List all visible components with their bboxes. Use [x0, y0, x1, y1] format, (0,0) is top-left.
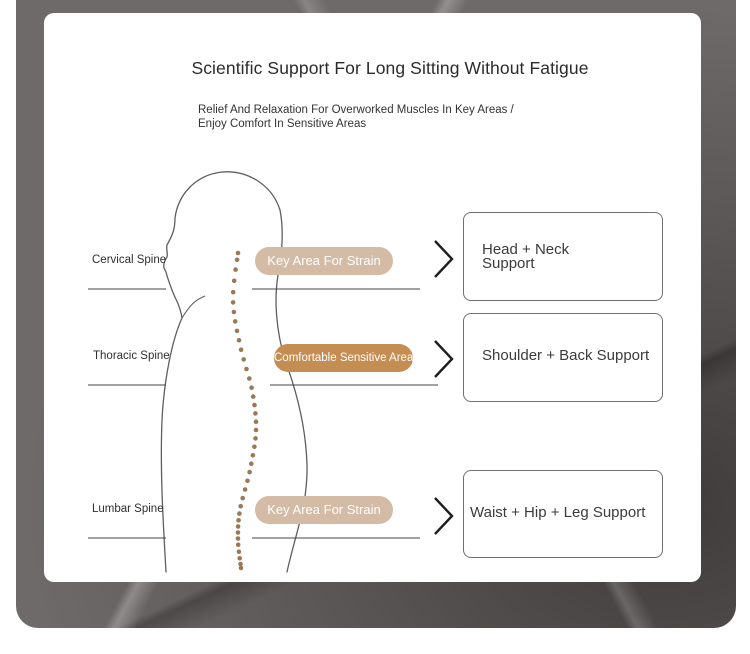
box-head-line-1: Head + Neck: [482, 241, 570, 258]
spine-dot: [238, 565, 244, 571]
spine-dot: [250, 453, 256, 458]
spine-dot: [230, 300, 236, 305]
spine-dot: [247, 469, 252, 475]
spine-dot: [231, 278, 237, 284]
spine-dot: [253, 419, 259, 425]
spine-dot: [237, 511, 242, 516]
spine-dot: [241, 357, 246, 362]
box-head-neck-support: Head + Neck Support: [463, 212, 663, 301]
spine-dot: [244, 366, 249, 372]
box-waist-label: Waist + Hip + Leg Support: [470, 504, 646, 521]
label-cervical-spine: Cervical Spine: [92, 254, 167, 266]
box-shoulder-back-support: Shoulder + Back Support: [463, 313, 663, 402]
spine-dot: [236, 549, 242, 554]
label-thoracic-spine: Thoracic Spine: [93, 350, 170, 362]
spine-dot: [253, 427, 259, 433]
spine-dot: [245, 478, 250, 484]
spine-dot: [236, 518, 241, 523]
spine-dot: [249, 461, 254, 467]
subtitle: Relief And Relaxation For Overworked Mus…: [198, 104, 578, 131]
chevron-right-icon: [434, 240, 454, 278]
spine-dot: [230, 289, 236, 295]
spine-dot: [234, 328, 240, 334]
pill-comfortable-sensitive-area: Comfortable Sensitive Area: [274, 344, 413, 372]
spine-dot: [249, 385, 254, 391]
chevron-right-icon: [434, 497, 454, 535]
spine-dot: [235, 530, 241, 535]
spine-dot: [233, 267, 238, 272]
spine-dot: [252, 402, 257, 408]
spine-dot: [253, 436, 258, 441]
spine-dots: [230, 250, 259, 571]
label-lumbar-spine: Lumbar Spine: [92, 503, 164, 515]
spine-dot: [236, 338, 242, 343]
spine-dot: [235, 536, 241, 541]
subtitle-line-2: Enjoy Comfort In Sensitive Areas: [198, 117, 367, 130]
spine-dot: [231, 309, 237, 315]
box-waist-hip-leg-support: Waist + Hip + Leg Support: [463, 470, 663, 558]
spine-dot: [238, 503, 243, 509]
spine-dot: [238, 347, 244, 353]
subtitle-line-1: Relief And Relaxation For Overworked Mus…: [198, 104, 514, 116]
chevron-right-icon: [434, 340, 454, 378]
spine-dot: [247, 376, 252, 381]
spine-dot: [237, 556, 242, 561]
spine-dot: [242, 487, 248, 492]
spine-dot: [234, 257, 240, 263]
pill-key-area-cervical: Key Area For Strain: [255, 247, 393, 275]
spine-dot: [252, 444, 257, 450]
spine-dot: [253, 411, 258, 416]
pill-key-area-lumbar: Key Area For Strain: [255, 496, 393, 524]
spine-dot: [240, 495, 245, 501]
spine-dot: [232, 319, 238, 324]
page-title: Scientific Support For Long Sitting With…: [191, 58, 589, 78]
spine-dot: [250, 394, 256, 399]
neck-line: [181, 295, 206, 319]
spine-dot: [235, 542, 241, 548]
spine-dot: [235, 524, 241, 529]
spine-dot: [235, 250, 241, 256]
spine-dot: [238, 561, 243, 567]
box-shoulder-label: Shoulder + Back Support: [482, 347, 650, 364]
box-head-line-2: Support: [482, 255, 535, 272]
